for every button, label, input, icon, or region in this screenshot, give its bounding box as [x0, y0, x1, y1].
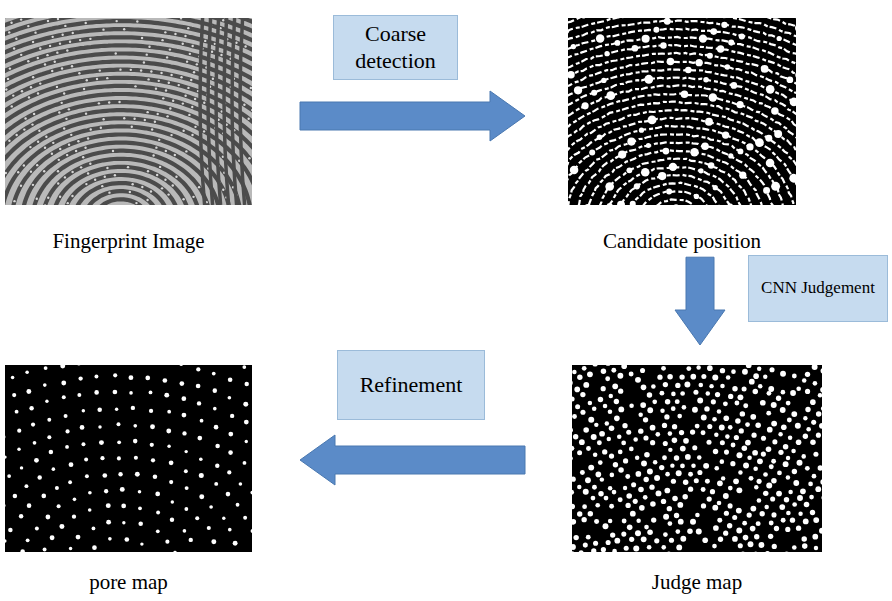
image-caption: Judge map	[572, 570, 822, 595]
image-caption: Fingerprint Image	[5, 229, 252, 254]
fingerprint-illustration	[568, 18, 796, 205]
block-arrow	[300, 435, 525, 485]
image-panel: Judge map	[572, 365, 822, 595]
block-arrow	[675, 257, 725, 345]
fingerprint-illustration	[5, 365, 252, 552]
step-label-box: CNN Judgement	[748, 255, 888, 322]
step-label: CNN Judgement	[761, 278, 875, 298]
image-panel: Candidate position	[568, 18, 796, 254]
image-caption: Candidate position	[568, 229, 796, 254]
block-arrow	[300, 91, 525, 141]
step-label-box: Coarse detection	[333, 15, 458, 80]
image-panel: pore map	[5, 365, 252, 595]
step-label: Refinement	[360, 372, 463, 398]
image-caption: pore map	[5, 570, 252, 595]
fingerprint-illustration	[572, 365, 822, 552]
step-label: Coarse detection	[342, 21, 449, 74]
step-label-box: Refinement	[337, 350, 485, 420]
fingerprint-illustration	[5, 18, 252, 205]
image-panel: Fingerprint Image	[5, 18, 252, 254]
